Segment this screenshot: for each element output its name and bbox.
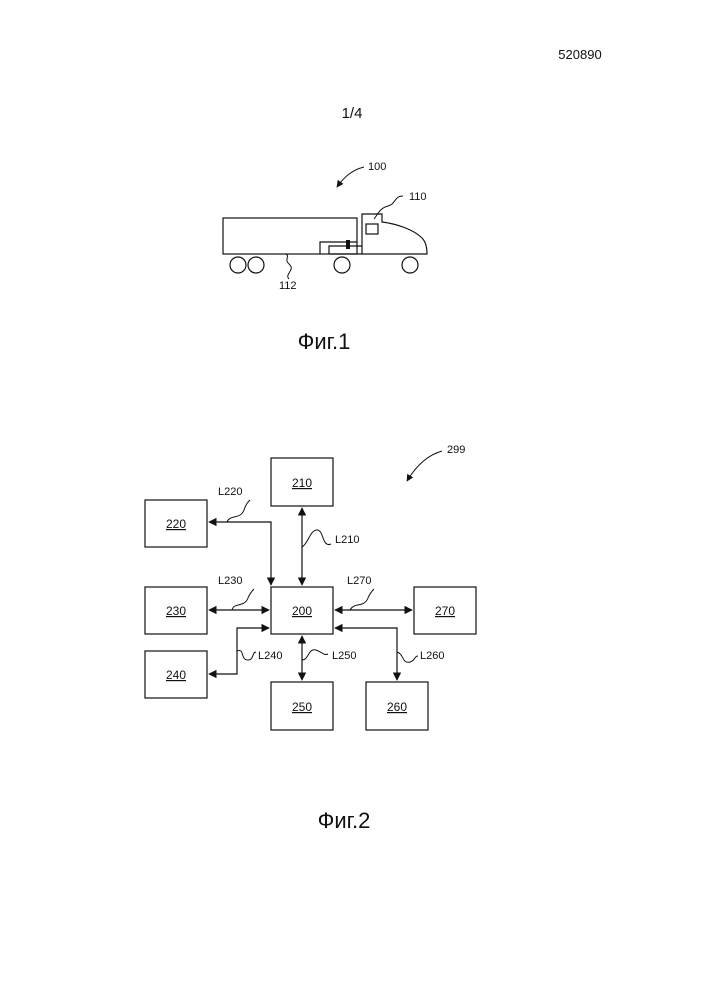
coupling-unit	[346, 240, 350, 249]
link-l230-label: L230	[218, 575, 242, 587]
fig2-block-diagram: 299 210 220 230 200 270 240 250 260 L210	[145, 444, 476, 730]
unit-220-label: 220	[166, 517, 186, 531]
link-l220-label: L220	[218, 486, 242, 498]
link-l220-squiggle	[227, 500, 250, 522]
fig2-caption: Фиг.2	[318, 808, 371, 833]
link-l270-label: L270	[347, 575, 371, 587]
unit-240-label: 240	[166, 668, 186, 682]
link-l210-squiggle	[302, 530, 331, 547]
ref-100-label: 100	[368, 161, 386, 173]
cab-window	[366, 224, 378, 234]
link-l270-squiggle	[350, 589, 374, 610]
ref-299-leader	[407, 451, 442, 481]
unit-250-label: 250	[292, 700, 312, 714]
link-l240-squiggle	[237, 651, 256, 660]
link-l260-label: L260	[420, 650, 444, 662]
unit-210-label: 210	[292, 476, 312, 490]
document-number: 520890	[558, 47, 601, 62]
ref-110-leader	[374, 196, 403, 219]
trailer-body	[223, 218, 357, 254]
ref-299-label: 299	[447, 444, 465, 456]
tractor-wheel-rear	[402, 257, 418, 273]
unit-200-label: 200	[292, 604, 312, 618]
unit-230-label: 230	[166, 604, 186, 618]
trailer-wheel-2	[248, 257, 264, 273]
ref-112-leader	[286, 254, 291, 279]
fig1-caption: Фиг.1	[298, 329, 351, 354]
link-l240-label: L240	[258, 650, 282, 662]
ref-100-leader	[337, 167, 364, 187]
sheet-number: 1/4	[342, 105, 363, 122]
link-l230-squiggle	[232, 589, 254, 610]
link-l250-squiggle	[302, 650, 328, 660]
link-l210-label: L210	[335, 534, 359, 546]
ref-110-label: 110	[409, 191, 427, 203]
link-l260-squiggle	[397, 652, 418, 662]
link-l250-label: L250	[332, 650, 356, 662]
fig1-truck-drawing: 100 110 112	[223, 161, 427, 292]
ref-112-label: 112	[279, 280, 297, 292]
unit-270-label: 270	[435, 604, 455, 618]
unit-260-label: 260	[387, 700, 407, 714]
trailer-wheel-1	[230, 257, 246, 273]
tractor-wheel-front	[334, 257, 350, 273]
